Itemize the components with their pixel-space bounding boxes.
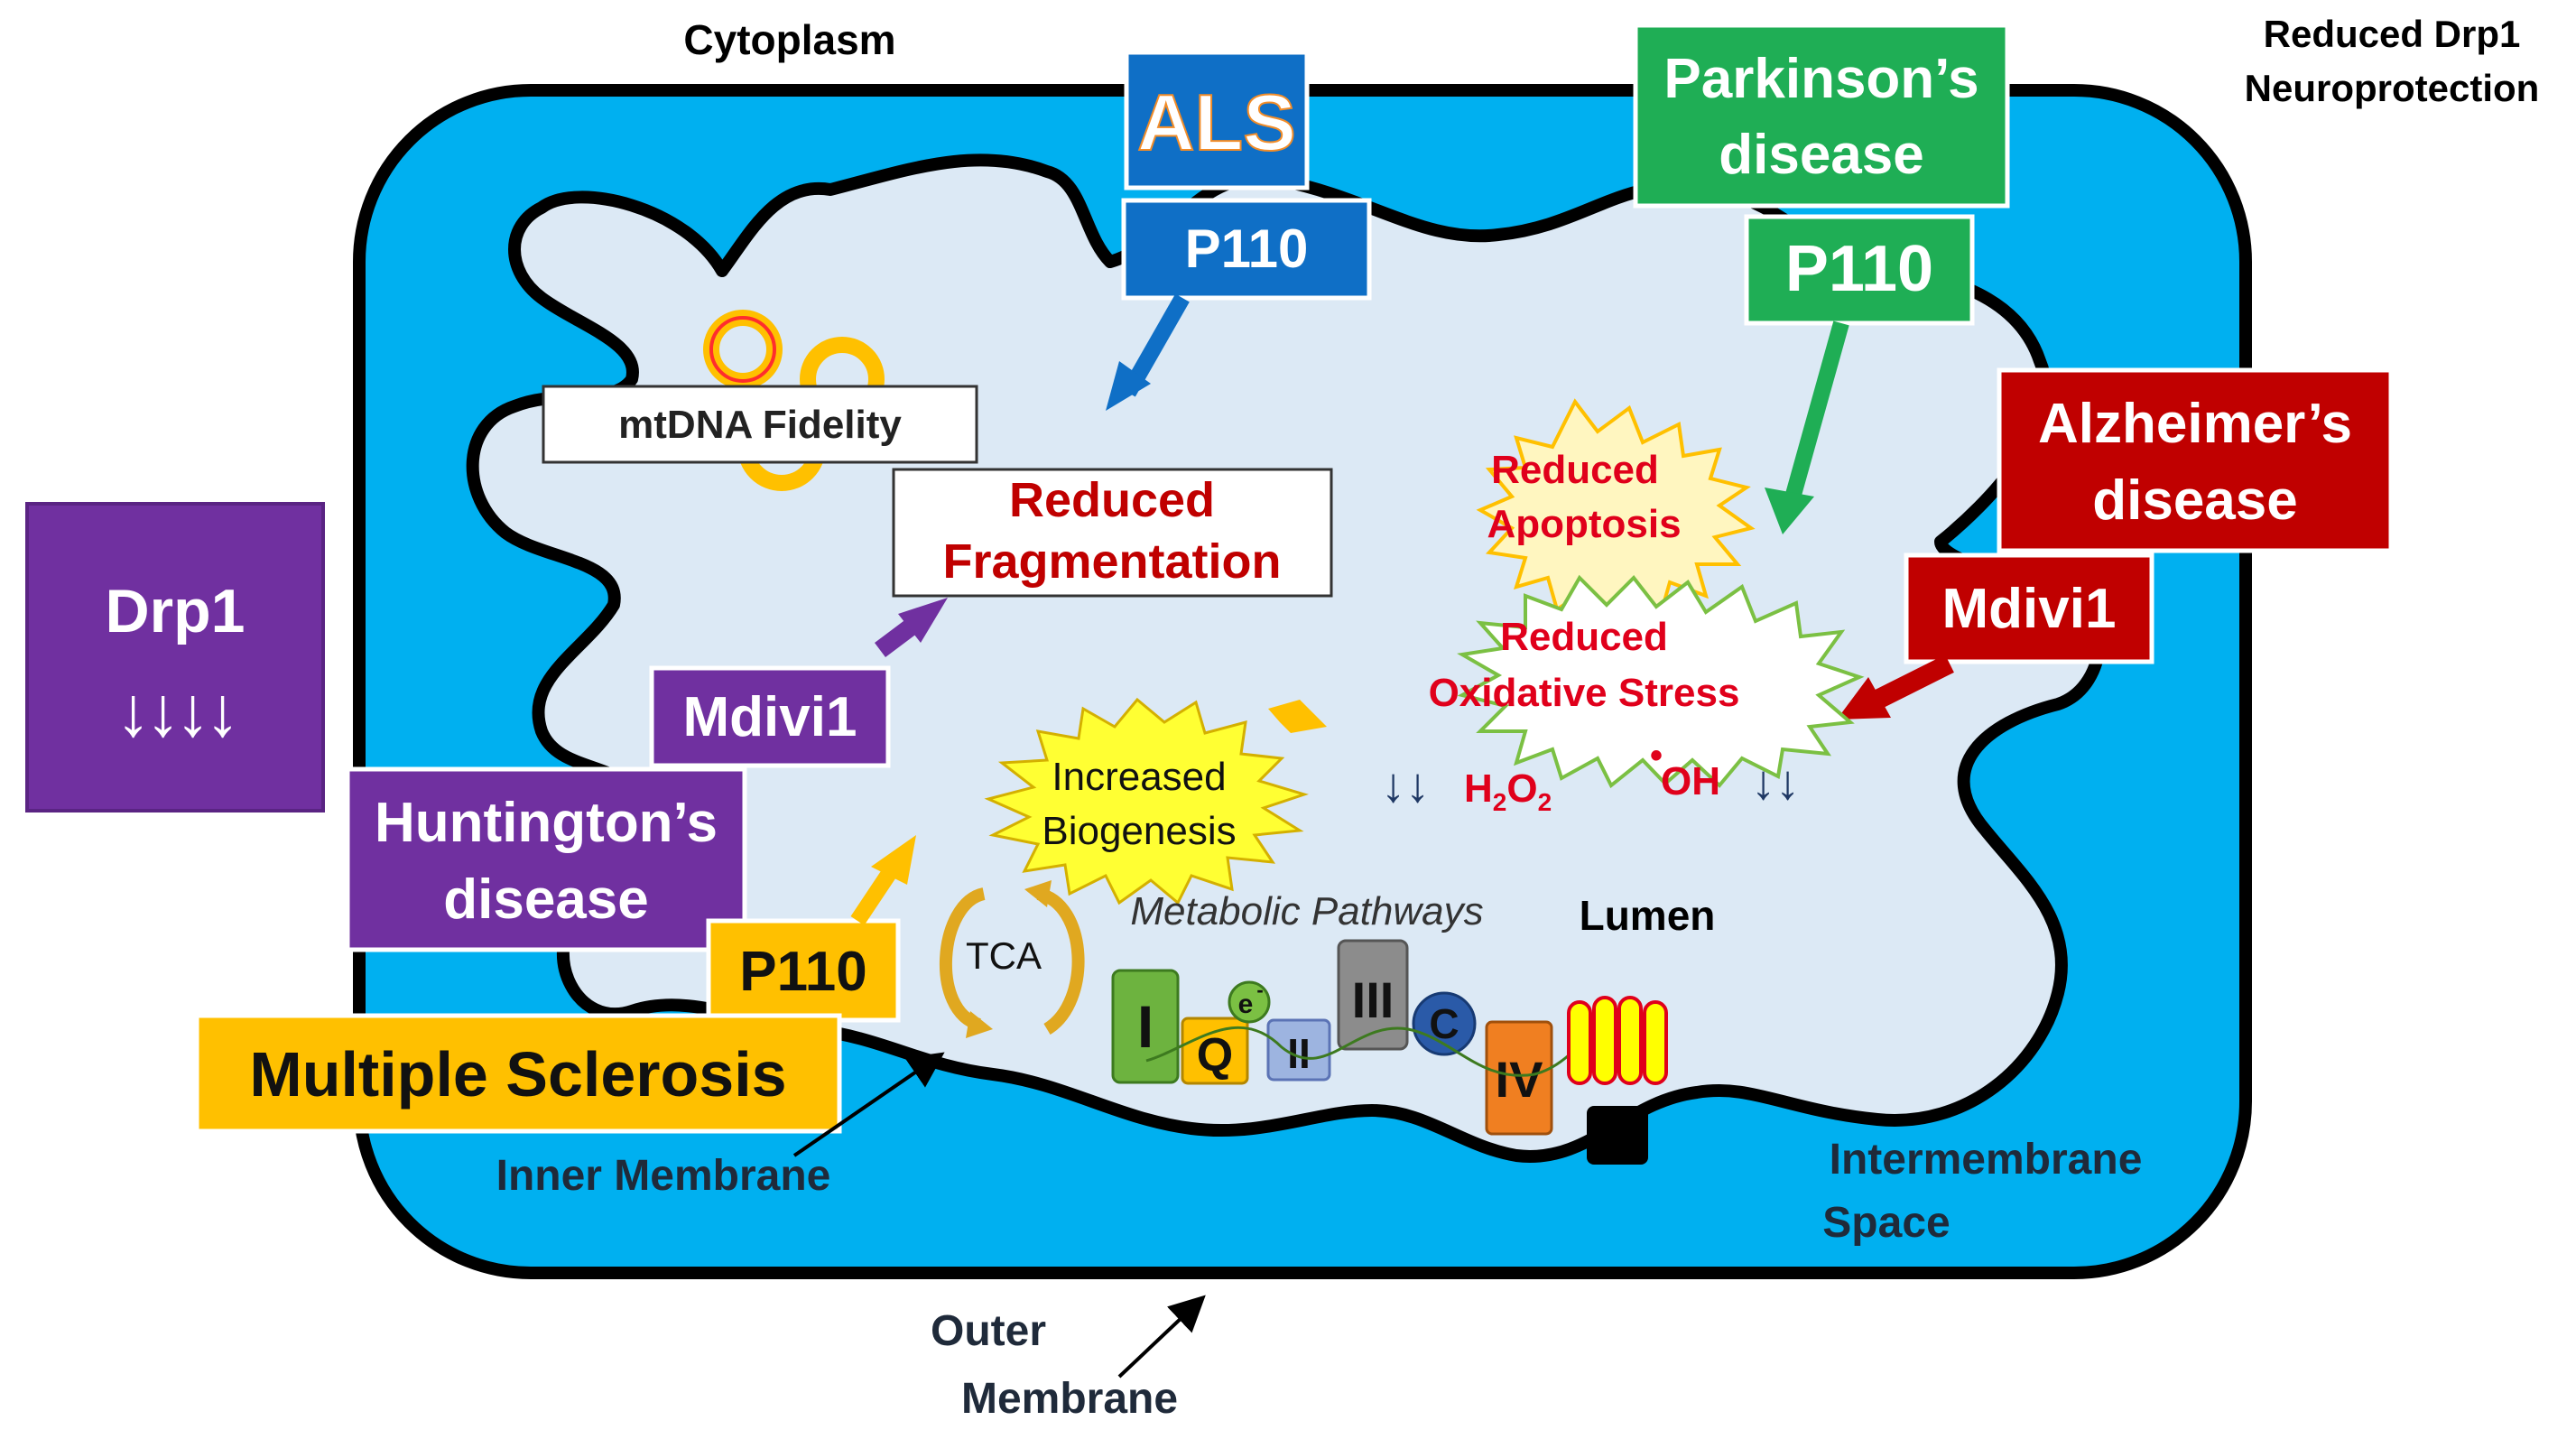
- electron: [1228, 980, 1271, 1024]
- alzheimers-box: [1997, 367, 2394, 553]
- ms-p110-label: P110: [739, 941, 866, 1003]
- als-arrowhead: [1106, 361, 1151, 411]
- intermembrane-line2: Space: [1822, 1199, 1950, 1247]
- drp1-box: [25, 502, 325, 812]
- parkinsons-p110-box: [1744, 214, 1975, 326]
- apoptosis-line2: Apoptosis: [1487, 502, 1681, 546]
- title-line1: Reduced Drp1: [2264, 13, 2521, 55]
- svg-text:IV: IV: [1496, 1051, 1543, 1108]
- intermembrane-line1: Intermembrane: [1830, 1136, 2143, 1184]
- fragmentation-line2: Fragmentation: [942, 534, 1281, 589]
- biogenesis-burst: [984, 697, 1309, 905]
- svg-text:C: C: [1429, 1000, 1459, 1047]
- huntingtons-arrowhead: [898, 598, 948, 643]
- huntingtons-box: [345, 766, 747, 952]
- ms-arrowhead: [871, 835, 916, 885]
- tca-arrowhead-left: [966, 1011, 993, 1038]
- complex-ii: [1266, 1018, 1331, 1082]
- alzheimers-arrow: [1873, 655, 1954, 709]
- oxidative-stress-burst: [1457, 574, 1865, 789]
- svg-text:I: I: [1137, 993, 1154, 1060]
- outer-line1: Outer: [931, 1307, 1046, 1355]
- outer-membrane-pointer: [1117, 1295, 1206, 1379]
- huntingtons-mdivi1-label: Mdivi1: [683, 686, 857, 748]
- complex-iv: [1485, 1020, 1553, 1136]
- oxidative-line1: Reduced: [1500, 615, 1668, 659]
- fragmentation-box: [892, 468, 1333, 598]
- inner-membrane-label: Inner Membrane: [496, 1152, 831, 1200]
- als-p110-box: [1121, 198, 1372, 301]
- alzheimers-mdivi1-label: Mdivi1: [1942, 578, 2117, 640]
- parkinsons-arrowhead: [1765, 488, 1814, 534]
- oxidative-line2: Oxidative Stress: [1429, 671, 1740, 715]
- metabolic-pathways-label: Metabolic Pathways: [1130, 889, 1483, 933]
- ros-down-arrows-left: ↓↓: [1381, 758, 1430, 812]
- ms-p110-box: [706, 918, 901, 1023]
- tca-arrowhead-right: [1024, 880, 1052, 907]
- alzheimers-line1: Alzheimer’s: [2038, 393, 2352, 455]
- parkinsons-line1: Parkinson’s: [1663, 48, 1978, 110]
- ms-box: [194, 1013, 842, 1134]
- parkinsons-p110-label: P110: [1785, 233, 1933, 305]
- biogenesis-to-oxidative-arrow: [1268, 700, 1327, 733]
- title-line2: Neuroprotection: [2245, 67, 2540, 109]
- electron-transport-chain: I Q e - II III C IV: [1111, 939, 1668, 1165]
- electron-path: [1145, 1018, 1608, 1077]
- h2o2-label: H2O2: [1464, 766, 1552, 816]
- ms-label: Multiple Sclerosis: [249, 1039, 786, 1110]
- atp-synthase-icon: [1567, 996, 1668, 1165]
- alzheimers-arrowhead: [1837, 677, 1891, 720]
- alzheimers-mdivi1-box: [1904, 552, 2154, 664]
- outer-line2: Membrane: [961, 1375, 1178, 1423]
- apoptosis-line1: Reduced: [1491, 448, 1659, 492]
- mtdna-fidelity-label: mtDNA Fidelity: [618, 403, 902, 447]
- drp1-down-arrows: ↓↓↓↓: [116, 672, 235, 751]
- svg-text:-: -: [1256, 979, 1263, 1001]
- tca-label: TCA: [966, 934, 1042, 977]
- als-p110-label: P110: [1185, 218, 1309, 279]
- svg-text:III: III: [1352, 971, 1395, 1028]
- lumen-label: Lumen: [1580, 892, 1716, 939]
- huntingtons-mdivi1-box: [649, 665, 891, 768]
- tca-cycle-arrow-left: [940, 887, 987, 1031]
- inner-membrane-pointer: [792, 1052, 945, 1157]
- huntingtons-line2: disease: [443, 868, 649, 931]
- ros-down-arrows-right: ↓↓: [1751, 756, 1800, 810]
- mtdna-fidelity-box: [542, 385, 978, 464]
- oh-dot: •: [1650, 736, 1663, 775]
- biogenesis-line2: Biogenesis: [1042, 809, 1236, 853]
- drp1-title: Drp1: [106, 577, 246, 645]
- ms-arrow: [850, 862, 901, 925]
- als-box: [1124, 50, 1310, 190]
- quinone-q: [1181, 1017, 1249, 1085]
- cytochrome-c: [1412, 991, 1477, 1056]
- svg-text:e: e: [1238, 989, 1254, 1019]
- alzheimers-line2: disease: [2092, 469, 2298, 532]
- fragmentation-line1: Reduced: [1009, 473, 1215, 527]
- biogenesis-line1: Increased: [1052, 755, 1226, 799]
- parkinsons-box: [1633, 23, 2010, 209]
- tca-cycle-arrow-right: [1036, 887, 1085, 1035]
- als-label: ALS: [1137, 78, 1296, 167]
- cytoplasm-label: Cytoplasm: [683, 16, 895, 63]
- parkinsons-arrow: [1784, 320, 1849, 504]
- huntingtons-line1: Huntington’s: [375, 792, 718, 854]
- parkinsons-line2: disease: [1719, 124, 1924, 186]
- oh-label: OH: [1661, 759, 1720, 803]
- complex-iii: [1337, 939, 1409, 1051]
- svg-text:Q: Q: [1197, 1029, 1233, 1082]
